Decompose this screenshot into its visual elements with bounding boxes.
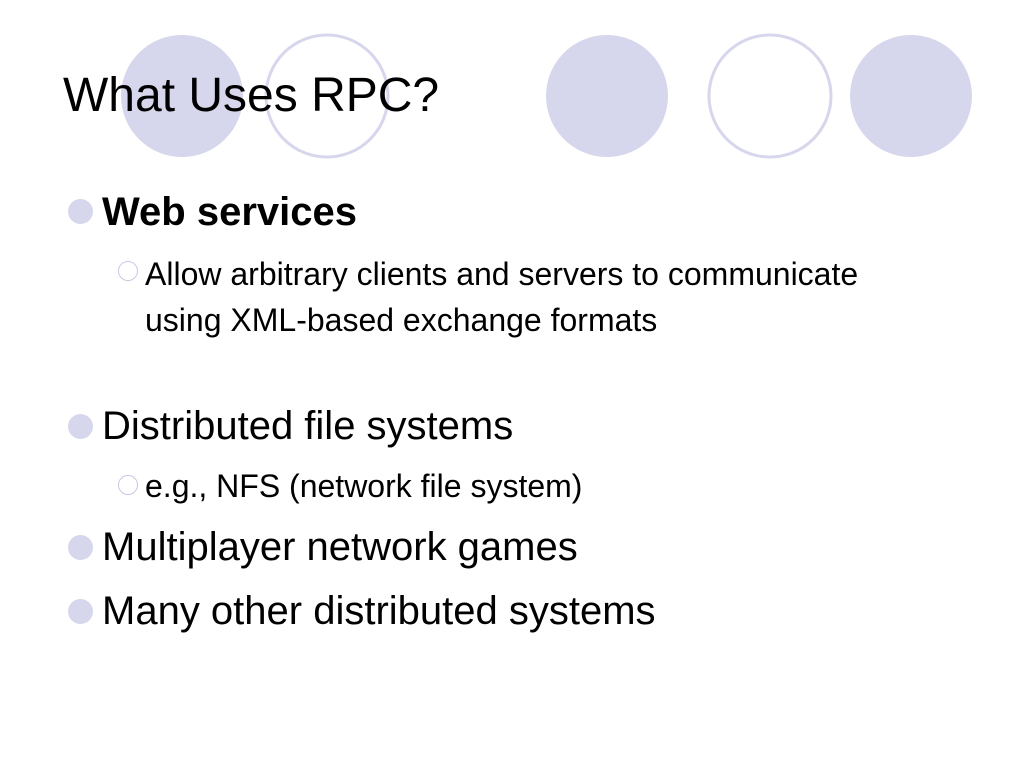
filled-circle-bullet-icon [68, 535, 93, 560]
deco-circle-outline-1 [264, 33, 390, 159]
deco-circle-filled-2 [546, 35, 668, 157]
deco-circle-filled-3 [850, 35, 972, 157]
sub-bullet-text: Allow arbitrary clients and servers to c… [145, 256, 859, 338]
deco-circle-filled-1 [121, 35, 243, 157]
filled-circle-bullet-icon [68, 414, 93, 439]
bullet-text: Web services [102, 190, 357, 234]
bullet-text: Distributed file systems [102, 404, 514, 448]
deco-circle-outline-2 [707, 33, 833, 159]
sub-bullet-text: e.g., NFS (network file system) [145, 468, 583, 504]
filled-circle-bullet-icon [68, 199, 93, 224]
bullet-text: Multiplayer network games [102, 525, 578, 569]
filled-circle-bullet-icon [68, 599, 93, 624]
bullet-text: Many other distributed systems [102, 589, 656, 633]
slide-title: What Uses RPC? [63, 69, 440, 122]
decorative-circles [121, 33, 972, 159]
hollow-circle-bullet-icon [118, 261, 138, 281]
hollow-circle-bullet-icon [118, 475, 138, 495]
